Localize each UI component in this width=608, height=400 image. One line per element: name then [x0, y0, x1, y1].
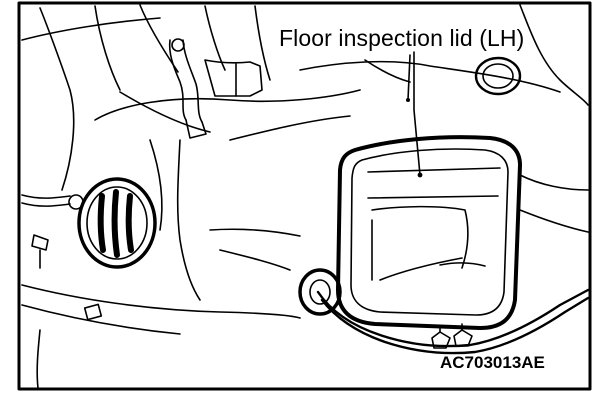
- left-harness: [21, 194, 84, 269]
- upper-bracket: [168, 38, 263, 139]
- floor-inspection-lid: [336, 135, 522, 330]
- figure-code: AC703013AE: [440, 353, 545, 372]
- body-panel-lines: [21, 4, 589, 389]
- frame-border: [17, 1, 592, 391]
- small-clip: [83, 303, 103, 321]
- callout-label: Floor inspection lid (LH): [279, 25, 525, 51]
- callout-leader: [406, 51, 421, 176]
- round-plug: [474, 56, 522, 96]
- round-service-cap: [77, 177, 157, 269]
- harness-grommet: [298, 268, 590, 355]
